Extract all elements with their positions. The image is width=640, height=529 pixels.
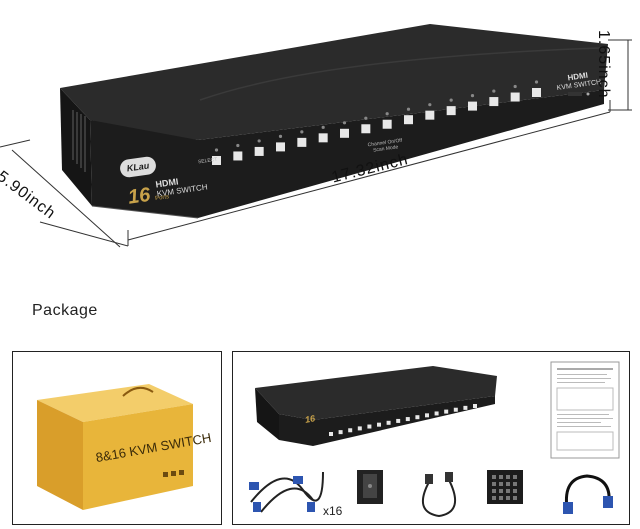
cable-count: x16 — [323, 504, 343, 518]
mini-port-button — [453, 407, 458, 412]
port-led — [257, 139, 261, 143]
mini-port-button — [338, 430, 343, 435]
remote-keypad-icon — [487, 470, 523, 504]
mini-port-button — [473, 404, 477, 408]
port-button — [297, 137, 307, 147]
mini-port-button — [405, 417, 410, 422]
device-illustration — [0, 24, 632, 248]
height-label: 1.65inch — [595, 30, 612, 99]
port-led — [534, 80, 539, 84]
port-button — [340, 128, 349, 138]
hdmi-cable-icon — [563, 474, 613, 514]
mini-port-button — [348, 428, 353, 433]
port-button — [382, 119, 392, 129]
port-button — [361, 124, 371, 134]
port-button — [446, 106, 456, 116]
rack-bracket-icon — [357, 470, 383, 504]
mini-port-button — [425, 413, 429, 418]
port-button — [425, 110, 435, 120]
port-led — [321, 125, 325, 129]
mini-port-button — [463, 405, 468, 410]
port-led — [214, 148, 219, 152]
mini-port-button — [444, 409, 449, 414]
box-panel: 8&16 KVM SWITCH — [12, 351, 222, 525]
vent-grille — [72, 110, 86, 172]
device-front-face — [90, 90, 604, 218]
port-led — [385, 112, 389, 116]
package-contents — [249, 361, 620, 518]
mini-port-button — [396, 418, 401, 423]
port-button — [318, 133, 328, 143]
mini-model-number: 16 — [304, 413, 316, 425]
model-number: 16 — [126, 183, 152, 209]
port-led — [406, 107, 411, 111]
port-button — [254, 146, 264, 156]
mini-port-buttons — [329, 404, 477, 436]
port-button — [510, 92, 520, 102]
depth-dimension-line — [0, 139, 129, 248]
user-manual — [550, 361, 620, 459]
package-title: Package — [32, 302, 98, 319]
port-button — [276, 142, 285, 152]
mini-port-button — [377, 422, 381, 427]
port-buttons — [212, 80, 541, 165]
port-button — [489, 97, 499, 107]
mini-port-button — [386, 420, 391, 425]
height-dimension-line — [608, 39, 632, 111]
port-button — [468, 101, 477, 111]
port-led — [342, 121, 347, 125]
port-button — [532, 88, 541, 97]
port-led — [364, 116, 368, 120]
port-led — [278, 134, 283, 138]
port-button — [404, 115, 413, 125]
contents-panel: 16 — [232, 351, 630, 525]
box-small-icons — [163, 470, 184, 477]
port-led — [300, 130, 304, 134]
mini-port-button — [367, 424, 372, 429]
mini-port-button — [329, 432, 333, 436]
port-led — [428, 103, 432, 107]
port-led — [513, 84, 517, 89]
kvm-cable-icon — [249, 471, 324, 513]
product-box — [37, 384, 193, 510]
device-top-surface — [60, 24, 608, 140]
mini-port-button — [357, 426, 362, 431]
port-led — [449, 98, 453, 102]
port-button — [233, 151, 243, 161]
port-button — [212, 156, 221, 165]
port-led — [470, 94, 475, 98]
port-led — [236, 143, 240, 148]
mini-port-button — [434, 411, 439, 416]
mini-port-button — [415, 415, 420, 420]
usb-cable-icon — [421, 472, 457, 518]
port-led — [492, 89, 496, 93]
